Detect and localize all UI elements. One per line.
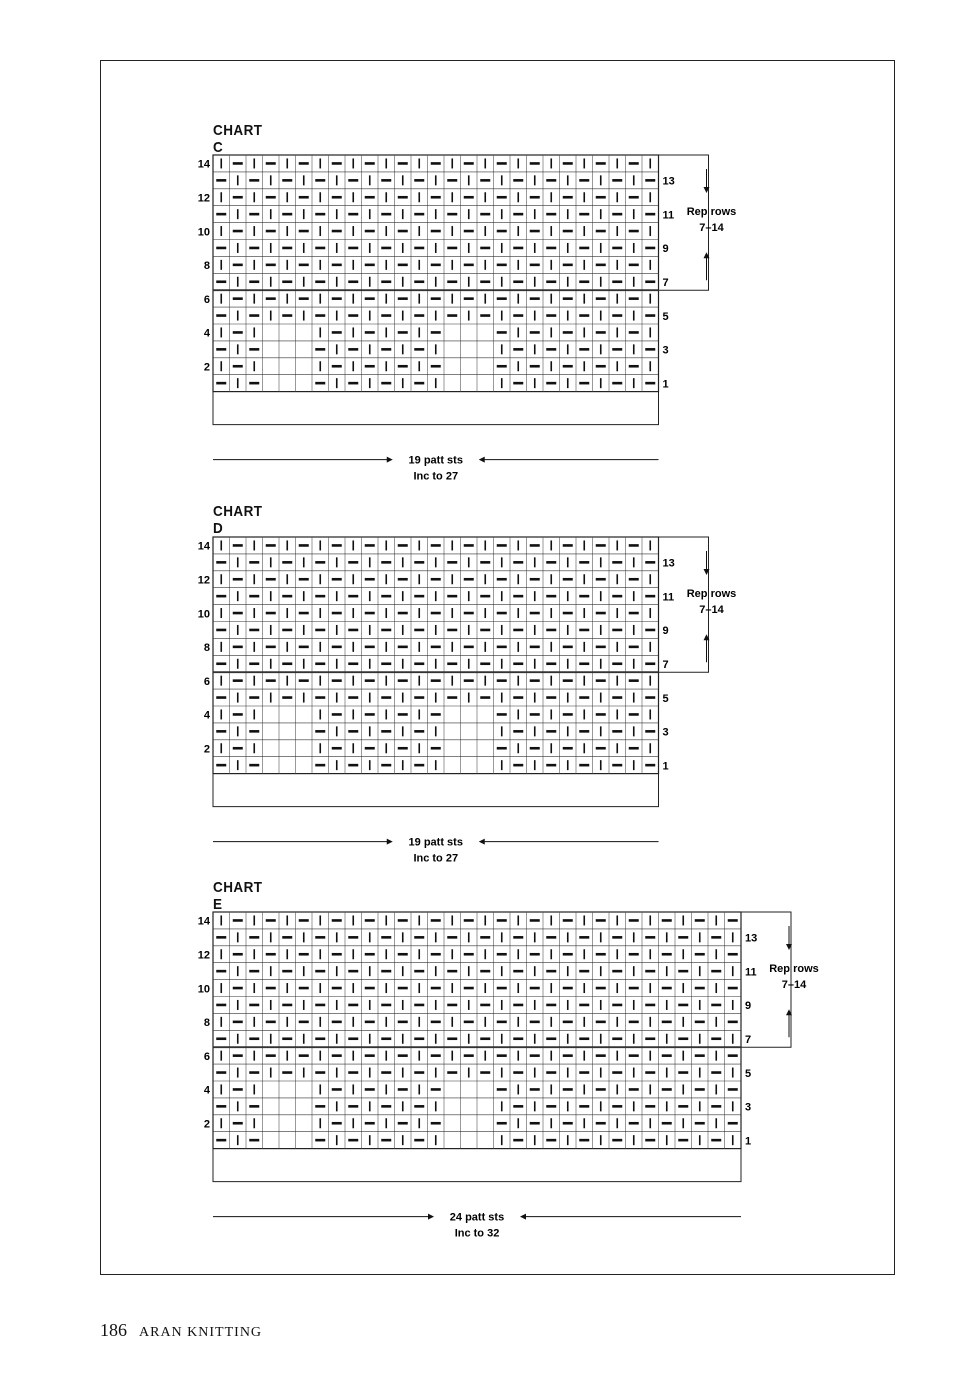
grid-bottom-box [212,1148,742,1183]
row-number-left: 2 [204,1118,210,1130]
row-number-left: 4 [204,1085,211,1097]
stitch-count-label: 24 patt sts [450,1212,504,1224]
row-number-right: 13 [663,558,675,570]
row-number-right: 11 [745,966,757,978]
repeat-bracket [658,154,709,291]
row-number-left: 2 [204,361,210,373]
row-number-right: 5 [663,693,669,705]
stitch-arrowhead-left [386,456,393,463]
chart-c-title: CHART C [213,122,263,156]
row-number-right: 3 [745,1102,751,1114]
row-number-left: 12 [198,192,210,204]
stitch-count-label: 19 patt sts [409,837,463,849]
stitch-inc-label: Inc to 27 [413,471,458,483]
page-number: 186 [100,1320,127,1340]
row-number-left: 8 [204,260,210,272]
rep-arrowhead-up [703,634,710,641]
row-number-left: 14 [198,541,211,553]
rep-arrowhead-up [703,252,710,259]
chart-e-title: CHART E [213,879,263,913]
row-number-left: 6 [204,676,210,688]
row-number-right: 5 [663,311,669,323]
row-number-left: 10 [198,983,210,995]
rep-rows-label: Rep rows [769,963,819,975]
row-number-right: 5 [745,1068,751,1080]
row-number-right: 7 [663,277,669,289]
stitch-inc-label: Inc to 32 [455,1228,500,1240]
row-number-right: 13 [745,933,757,945]
rep-arrowhead-down [703,187,710,193]
row-number-left: 14 [198,916,211,928]
row-number-right: 9 [745,1000,751,1012]
grid-bottom-box [212,773,659,808]
stitch-count-label: 19 patt sts [409,455,463,467]
page-footer: 186 ARAN KNITTING [100,1320,262,1341]
row-number-right: 1 [663,760,669,772]
row-number-left: 12 [198,949,210,961]
row-number-right: 11 [663,591,675,603]
chart-c-grid: 14 12 10 8 6 4 2 13 11 9 7 5 3 1 Rep rows 7–14 19 patt s… [198,154,737,483]
chart-d-title: CHART D [213,503,263,537]
repeat-bracket [658,536,709,673]
stitch-arrowhead-left [428,1213,434,1220]
row-number-right: 3 [663,345,669,357]
row-number-left: 10 [198,226,210,238]
row-number-right: 9 [663,625,669,637]
row-number-right: 13 [663,176,675,188]
rep-rows-range: 7–14 [782,979,807,991]
row-number-right: 3 [663,727,669,739]
rep-rows-label: Rep rows [687,206,737,218]
rep-rows-range: 7–14 [699,604,724,616]
row-number-right: 1 [663,378,669,390]
row-number-left: 8 [204,1017,210,1029]
rep-rows-range: 7–14 [699,222,724,234]
row-number-left: 4 [204,710,211,722]
rep-rows-label: Rep rows [687,588,737,600]
row-number-right: 1 [745,1135,751,1147]
row-number-left: 12 [198,574,210,586]
chart-d-grid: 14 12 10 8 6 4 2 13 11 9 7 5 3 1 Rep rows 7–14 19 patt s… [198,536,737,865]
row-number-left: 2 [204,743,210,755]
rep-arrowhead-up [786,1009,792,1016]
running-title: ARAN KNITTING [139,1325,263,1340]
stitch-arrowhead-right [520,1213,526,1220]
repeat-bracket [741,911,792,1048]
row-number-right: 7 [663,659,669,671]
row-number-left: 8 [204,642,210,654]
chart-e-grid: 14 12 10 8 6 4 2 13 11 9 7 5 3 1 Rep rows 7–14 24 patt s… [198,911,819,1240]
rep-arrowhead-down [703,569,710,575]
stitch-inc-label: Inc to 27 [413,853,458,865]
stitch-arrowhead-right [478,456,485,463]
row-number-left: 6 [204,1051,210,1063]
row-number-right: 11 [663,209,675,221]
stitch-arrowhead-right [478,838,485,845]
row-number-right: 9 [663,243,669,255]
page-frame [100,60,895,1275]
row-number-left: 10 [198,608,210,620]
row-number-left: 6 [204,294,210,306]
stitch-arrowhead-left [386,838,393,845]
row-number-left: 14 [198,159,211,171]
row-number-left: 4 [204,328,211,340]
grid-bottom-box [212,391,659,426]
row-number-right: 7 [745,1034,751,1046]
rep-arrowhead-down [786,944,792,950]
